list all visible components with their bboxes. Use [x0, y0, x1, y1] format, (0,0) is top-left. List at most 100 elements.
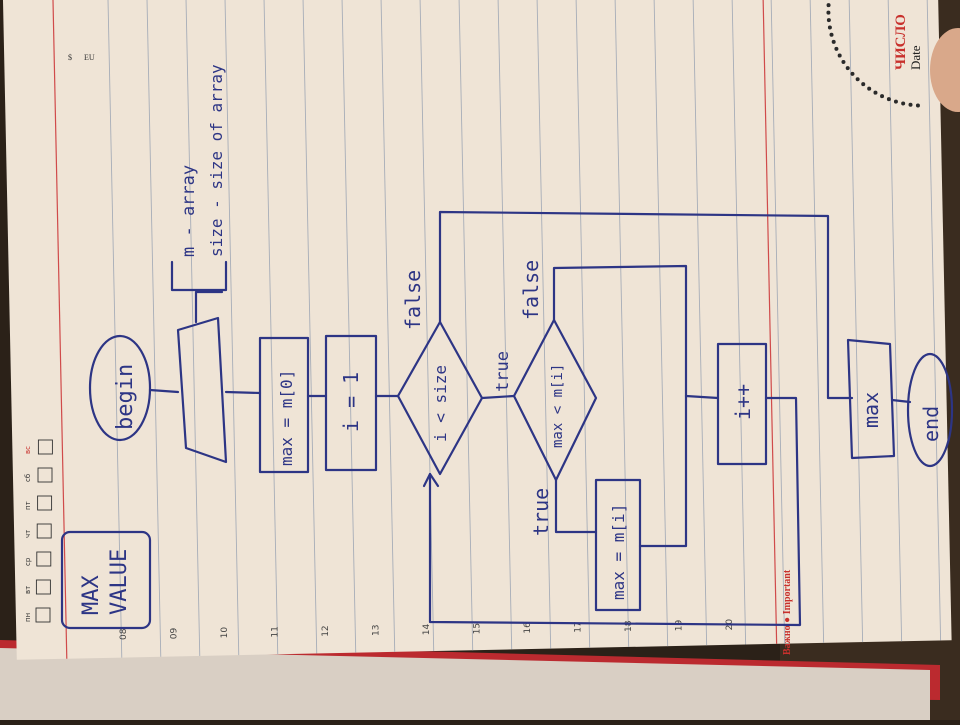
currency-usd: $ [68, 53, 72, 62]
weekday-label: ср [24, 557, 32, 566]
end-shape [906, 352, 954, 468]
binding-dot [829, 32, 834, 37]
weekday-label: вт [24, 586, 32, 594]
hour-label: 09 [170, 627, 180, 639]
binding-dot [826, 10, 831, 15]
binding-dot [826, 3, 831, 8]
weekday-row: пн вт ср чт пт сб вс [24, 439, 53, 623]
weekday-0: пн [24, 607, 51, 623]
weekday-checkbox[interactable] [35, 579, 51, 595]
title-note-line2: VALUE [107, 549, 132, 615]
hour-label: 18 [624, 620, 634, 632]
hour-label: 10 [220, 627, 230, 639]
page [2, 0, 952, 660]
connector-loop-true [480, 394, 516, 400]
hour-label: 17 [574, 621, 584, 632]
hour-label: 14 [422, 623, 432, 635]
weekday-checkbox[interactable] [37, 439, 53, 455]
assign-i-label: i = 1 [339, 372, 363, 432]
next-page [0, 648, 930, 720]
weekday-label: вс [24, 446, 32, 454]
connector-compare-false [552, 264, 688, 398]
binding-dots [826, 3, 920, 108]
flowchart-labels: begin m - array size - size of array max… [113, 64, 943, 600]
hour-label: 11 [271, 626, 281, 637]
ruling-line [302, 0, 318, 654]
binding-dot [886, 97, 891, 102]
ruling-line [887, 0, 903, 642]
loop-true-label: true [493, 351, 513, 392]
ruling-line [341, 0, 357, 653]
assign-new-max-label: max = m[i] [609, 504, 628, 600]
return-arrowhead [422, 472, 440, 488]
important-label: Важно ● Important [782, 569, 793, 655]
ruling-line [692, 0, 708, 646]
assign-max-box [258, 336, 310, 474]
title-note-box [60, 530, 152, 630]
ruling-line [107, 0, 123, 658]
weekday-checkbox[interactable] [37, 495, 53, 511]
connector-begin-input [148, 388, 180, 394]
input-note-line2: size - size of array [207, 64, 226, 257]
weekday-label: сб [24, 474, 32, 482]
binding-dot [893, 99, 898, 104]
weekday-checkbox[interactable] [36, 523, 52, 539]
binding-dot [855, 77, 860, 82]
connector-merge-increment [684, 394, 720, 400]
assign-i-box [324, 334, 378, 472]
header-date: Date [908, 45, 923, 70]
loop-false-label: false [401, 270, 425, 330]
ruling-line [536, 0, 552, 649]
weekday-checkbox[interactable] [36, 551, 52, 567]
margin-line-bottom [762, 0, 778, 644]
end-label: end [919, 406, 943, 442]
weekday-checkbox[interactable] [37, 467, 53, 483]
ruling-lines [107, 0, 942, 658]
compare-condition-diamond [512, 318, 598, 482]
weekday-6: вс [24, 439, 53, 455]
ruling-line [809, 0, 825, 643]
input-note-line1: m - array [179, 165, 199, 257]
header-title: ЧИСЛО [893, 14, 909, 70]
connector-output-end [890, 398, 912, 404]
binding-dot [880, 94, 885, 99]
increment-box [716, 342, 768, 466]
output-shape [846, 338, 896, 460]
binding-dot [873, 90, 878, 95]
connector-compare-true [554, 478, 598, 534]
weekday-4: пт [24, 495, 53, 511]
flowchart [88, 210, 954, 627]
ruling-line [770, 0, 786, 644]
binding-dot [831, 39, 836, 44]
connector-input-max [224, 390, 262, 395]
hour-label: 19 [675, 619, 685, 631]
begin-label: begin [113, 364, 138, 430]
currency-eu: EU [84, 53, 95, 62]
begin-shape [88, 334, 152, 442]
ruling-line [380, 0, 396, 652]
output-label: max [859, 392, 883, 428]
weekday-3: чт [24, 523, 52, 539]
weekday-label: пт [24, 501, 32, 510]
hour-label: 08 [119, 628, 129, 640]
ruling-line [848, 0, 864, 643]
ruling-line [653, 0, 669, 647]
weekday-checkbox[interactable] [35, 607, 51, 623]
connector-loop-false [438, 210, 854, 400]
page-paper [2, 0, 952, 660]
binding-dot [826, 18, 831, 23]
ruling-line [419, 0, 435, 652]
weekday-2: ср [24, 551, 52, 567]
assign-max-label: max = m[0] [277, 370, 296, 466]
weekday-1: вт [24, 579, 51, 595]
ruling-line [497, 0, 513, 650]
margin-line-top [52, 0, 68, 659]
ruling-line [458, 0, 474, 651]
ruling-line [146, 0, 162, 657]
title-note-line1: MAX [79, 575, 104, 615]
compare-condition-label: max < m[i] [550, 364, 566, 448]
input-shape [176, 316, 228, 464]
hour-label: 16 [523, 622, 533, 634]
loop-condition-label: i < size [431, 365, 450, 442]
